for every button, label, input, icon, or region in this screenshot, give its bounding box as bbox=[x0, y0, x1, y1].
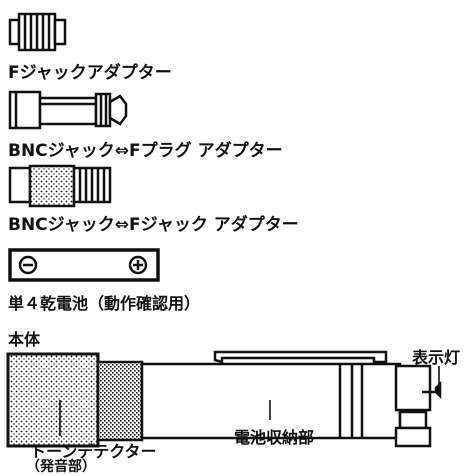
main-unit-title: 本体 bbox=[8, 330, 41, 349]
bnc-f-jack-adapter-label: BNCジャック⇔Fジャック アダプター bbox=[8, 215, 299, 235]
bnc-f-jack-adapter-drawing bbox=[8, 164, 112, 208]
f-jack-adapter-label: Fジャックアダプター bbox=[8, 63, 172, 83]
battery-compartment-label: 電池収納部 bbox=[234, 428, 315, 447]
main-unit-drawing bbox=[6, 350, 442, 448]
tone-detector-label: トーンデテクター bbox=[30, 442, 157, 461]
bnc-f-plug-adapter-label: BNCジャック⇔Fプラグ アダプター bbox=[8, 141, 283, 161]
battery-label: 単４乾電池（動作確認用） bbox=[8, 294, 201, 313]
tone-detector-sublabel: （発音部） bbox=[26, 459, 96, 475]
indicator-lamp-label: 表示灯 bbox=[412, 348, 461, 367]
leader-lines bbox=[59, 366, 440, 436]
f-jack-adapter-drawing bbox=[8, 12, 67, 52]
battery-drawing bbox=[8, 248, 160, 282]
bnc-f-plug-adapter-drawing bbox=[8, 90, 128, 130]
